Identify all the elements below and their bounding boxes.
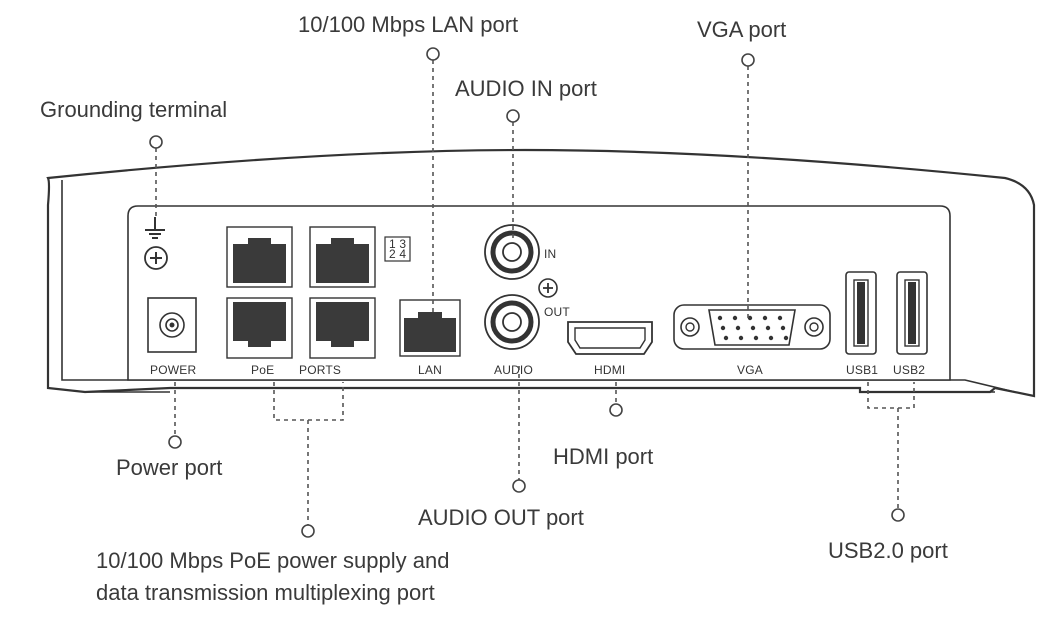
vga-pin <box>762 315 768 321</box>
audio-out-jack[interactable] <box>484 294 540 350</box>
poe-port-callout-line2: data transmission multiplexing port <box>96 580 435 605</box>
poe-port-2[interactable] <box>226 297 293 359</box>
vga-pin <box>723 335 729 341</box>
vga-pin <box>765 325 771 331</box>
audio-out-port-callout: AUDIO OUT port <box>418 505 584 530</box>
power-port-callout: Power port <box>116 455 223 480</box>
vga-pin <box>717 315 723 321</box>
ground-dot <box>149 135 163 149</box>
vga-pin <box>750 325 756 331</box>
poe-dot <box>301 524 315 538</box>
lan-label: LAN <box>418 363 442 377</box>
port-map-row1: 1 3 <box>389 237 406 251</box>
audio-in-port-callout: AUDIO IN port <box>455 76 597 101</box>
ports-label: PORTS <box>299 363 341 377</box>
audio-screw-icon <box>538 278 558 298</box>
vga-pin <box>780 325 786 331</box>
grounding-terminal-callout: Grounding terminal <box>40 97 228 122</box>
lan-port-callout: 10/100 Mbps LAN port <box>298 12 519 37</box>
lan-port[interactable] <box>399 299 461 357</box>
vga-dot <box>741 53 755 67</box>
hdmi-port-callout: HDMI port <box>553 444 654 469</box>
poe-label: PoE <box>251 363 274 377</box>
vga-pin <box>753 335 759 341</box>
vga-pin <box>738 335 744 341</box>
poe-port-callout-line1: 10/100 Mbps PoE power supply and <box>96 548 450 573</box>
usb2-label: USB2 <box>893 363 925 377</box>
usb1-port[interactable] <box>845 271 877 355</box>
usb-bracket <box>867 382 915 509</box>
usb-dot <box>891 508 905 522</box>
hdmi-label: HDMI <box>594 363 625 377</box>
vga-pin <box>735 325 741 331</box>
power-jack[interactable] <box>147 297 197 353</box>
usb2-port[interactable] <box>896 271 928 355</box>
vga-pin <box>732 315 738 321</box>
port-map-row2: 2 4 <box>389 247 406 261</box>
poe-port-4[interactable] <box>309 297 376 359</box>
audio-in-dot <box>506 109 520 123</box>
power-label: POWER <box>150 363 196 377</box>
hdmi-port[interactable] <box>567 321 653 355</box>
vga-pin <box>747 315 753 321</box>
port-map-box: 1 3 2 4 <box>384 236 411 262</box>
grounding-screw-icon[interactable] <box>144 246 168 270</box>
lan-dot <box>426 47 440 61</box>
poe-port-1[interactable] <box>226 226 293 288</box>
vga-label: VGA <box>737 363 763 377</box>
audio-in-label: IN <box>544 247 556 261</box>
vga-pin <box>783 335 789 341</box>
vga-pin <box>777 315 783 321</box>
leader-lines <box>149 47 915 538</box>
usb1-label: USB1 <box>846 363 878 377</box>
poe-port-3[interactable] <box>309 226 376 288</box>
hdmi-dot <box>609 403 623 417</box>
vga-port[interactable] <box>673 304 831 350</box>
audio-out-dot <box>512 479 526 493</box>
vga-port-callout: VGA port <box>697 17 787 42</box>
poe-bracket <box>273 382 344 525</box>
ground-symbol-icon <box>145 217 165 239</box>
audio-label: AUDIO <box>494 363 533 377</box>
audio-in-jack[interactable] <box>484 224 540 280</box>
audio-out-label: OUT <box>544 305 570 319</box>
usb-port-callout: USB2.0 port <box>828 538 948 563</box>
vga-pin <box>720 325 726 331</box>
vga-pin <box>768 335 774 341</box>
power-dot <box>168 435 182 449</box>
